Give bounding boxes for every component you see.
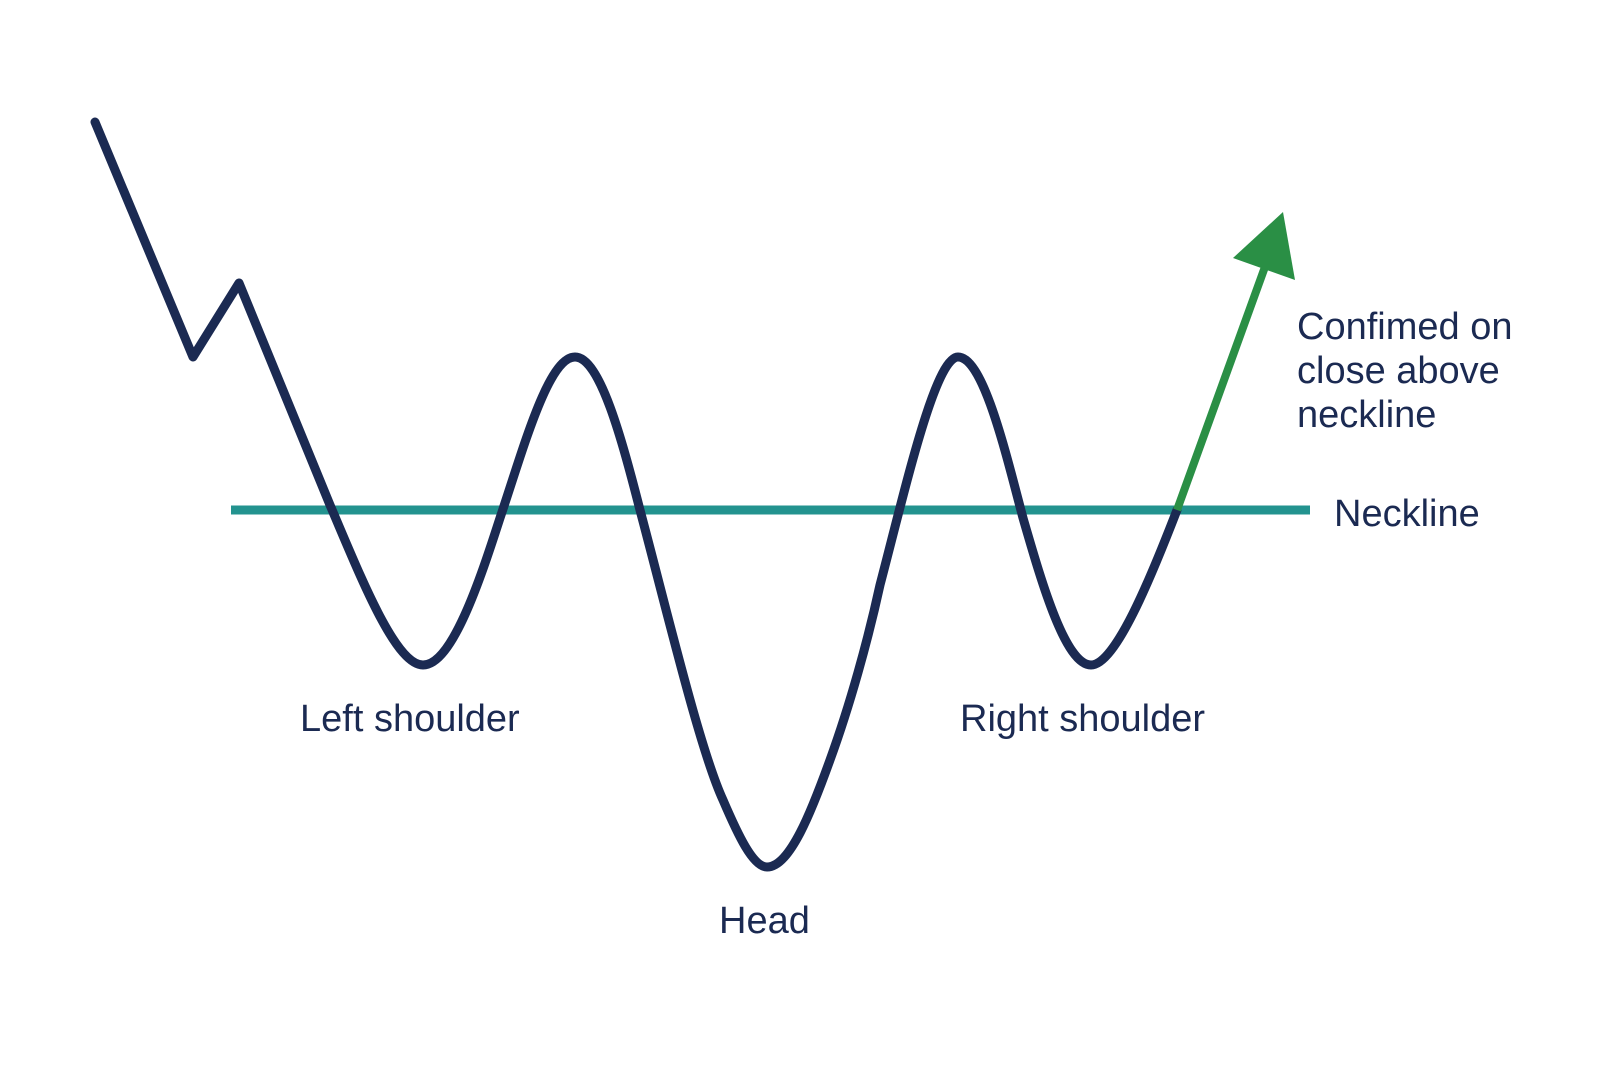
arrow-head-icon — [1233, 212, 1295, 280]
right-shoulder-label: Right shoulder — [960, 698, 1206, 740]
price-line — [90, 117, 1182, 872]
confirmation-line-3: neckline — [1297, 394, 1437, 436]
confirmation-note: Confimed on close above neckline — [1297, 305, 1567, 437]
left-shoulder-label: Left shoulder — [300, 698, 520, 740]
neckline-label: Neckline — [1334, 493, 1480, 535]
breakout-arrow-line — [1173, 251, 1274, 512]
confirmation-line-1: Confimed on — [1297, 306, 1513, 348]
head-label: Head — [719, 900, 810, 942]
confirmation-line-2: close above — [1297, 350, 1500, 392]
